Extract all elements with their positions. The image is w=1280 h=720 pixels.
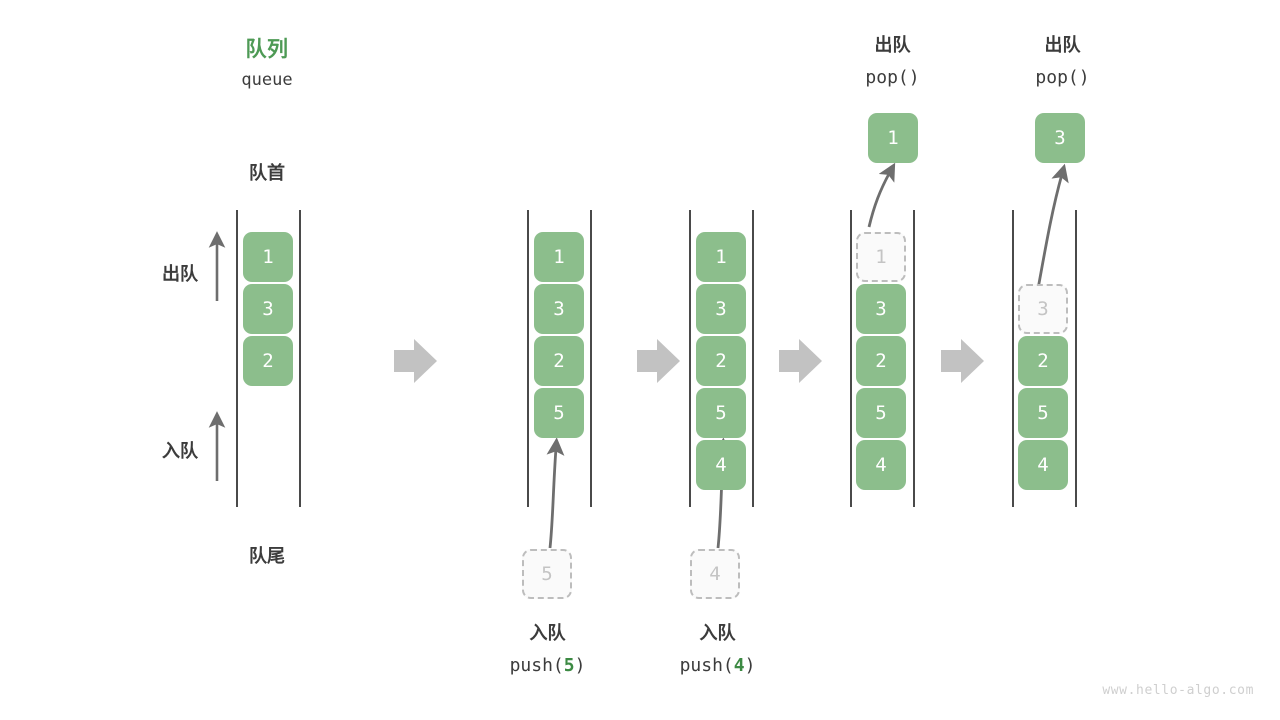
pop-operation-label-cn: 出队 [1044, 35, 1081, 56]
queue-cell-removed: 3 [1018, 284, 1068, 334]
queue-cell-new: 4 [696, 440, 746, 490]
pop-result-cell: 3 [1035, 113, 1085, 163]
pop-code-post: ) [908, 67, 920, 88]
queue-cell: 3 [696, 284, 746, 334]
push-input-ghost-cell: 4 [690, 549, 740, 599]
queue-cell: 4 [856, 440, 906, 490]
front-label: 队首 [249, 163, 285, 184]
pop-operation-label: 出队 pop() [825, 30, 960, 94]
watermark: www.hello-algo.com [1102, 683, 1254, 698]
push-code-pre: push( [679, 655, 734, 676]
pop-operation-label-cn: 出队 [874, 35, 911, 56]
push-code-arg: 5 [563, 655, 575, 676]
push-code-arg: 4 [733, 655, 745, 676]
push-code-pre: push( [509, 655, 564, 676]
pop-result-cell: 1 [868, 113, 918, 163]
queue-cell: 3 [534, 284, 584, 334]
push-code-post: ) [744, 655, 756, 676]
rail-right-col1 [299, 210, 301, 507]
rail-right-col2 [590, 210, 592, 507]
rail-left-col3 [689, 210, 691, 507]
rail-left-col2 [527, 210, 529, 507]
enqueue-direction-label: 入队 [162, 441, 198, 462]
dequeue-direction-label: 出队 [162, 264, 198, 285]
queue-cell: 3 [856, 284, 906, 334]
queue-cell: 1 [243, 232, 293, 282]
queue-cell-new: 5 [534, 388, 584, 438]
queue-title-cn: 队列 [245, 37, 289, 61]
queue-cell: 2 [856, 336, 906, 386]
push-input-ghost-cell: 5 [522, 549, 572, 599]
rail-left-col1 [236, 210, 238, 507]
pop-code-pre: pop( [865, 67, 909, 88]
queue-cell: 1 [696, 232, 746, 282]
rail-left-col5 [1012, 210, 1014, 507]
queue-title-en: queue [241, 70, 293, 90]
push-operation-label-cn: 入队 [529, 623, 566, 644]
push-operation-label: 入队 push(5) [480, 618, 615, 682]
push-operation-label: 入队 push(4) [650, 618, 785, 682]
rail-right-col4 [913, 210, 915, 507]
pop-operation-label-code: pop() [995, 62, 1130, 94]
rail-right-col5 [1075, 210, 1077, 507]
queue-cell: 5 [1018, 388, 1068, 438]
pop-code-post: ) [1078, 67, 1090, 88]
queue-cell: 5 [856, 388, 906, 438]
queue-cell-removed: 1 [856, 232, 906, 282]
rail-right-col3 [752, 210, 754, 507]
push-operation-label-cn: 入队 [699, 623, 736, 644]
queue-cell: 4 [1018, 440, 1068, 490]
rail-left-col4 [850, 210, 852, 507]
pop-operation-label-code: pop() [825, 62, 960, 94]
push-operation-label-code: push(4) [650, 650, 785, 682]
queue-cell: 2 [243, 336, 293, 386]
queue-cell: 2 [534, 336, 584, 386]
push-code-post: ) [574, 655, 586, 676]
push-operation-label-code: push(5) [480, 650, 615, 682]
queue-cell: 2 [696, 336, 746, 386]
queue-cell: 1 [534, 232, 584, 282]
pop-code-pre: pop( [1035, 67, 1079, 88]
queue-cell: 2 [1018, 336, 1068, 386]
rear-label: 队尾 [249, 546, 285, 567]
pop-operation-label: 出队 pop() [995, 30, 1130, 94]
queue-cell: 3 [243, 284, 293, 334]
queue-cell: 5 [696, 388, 746, 438]
